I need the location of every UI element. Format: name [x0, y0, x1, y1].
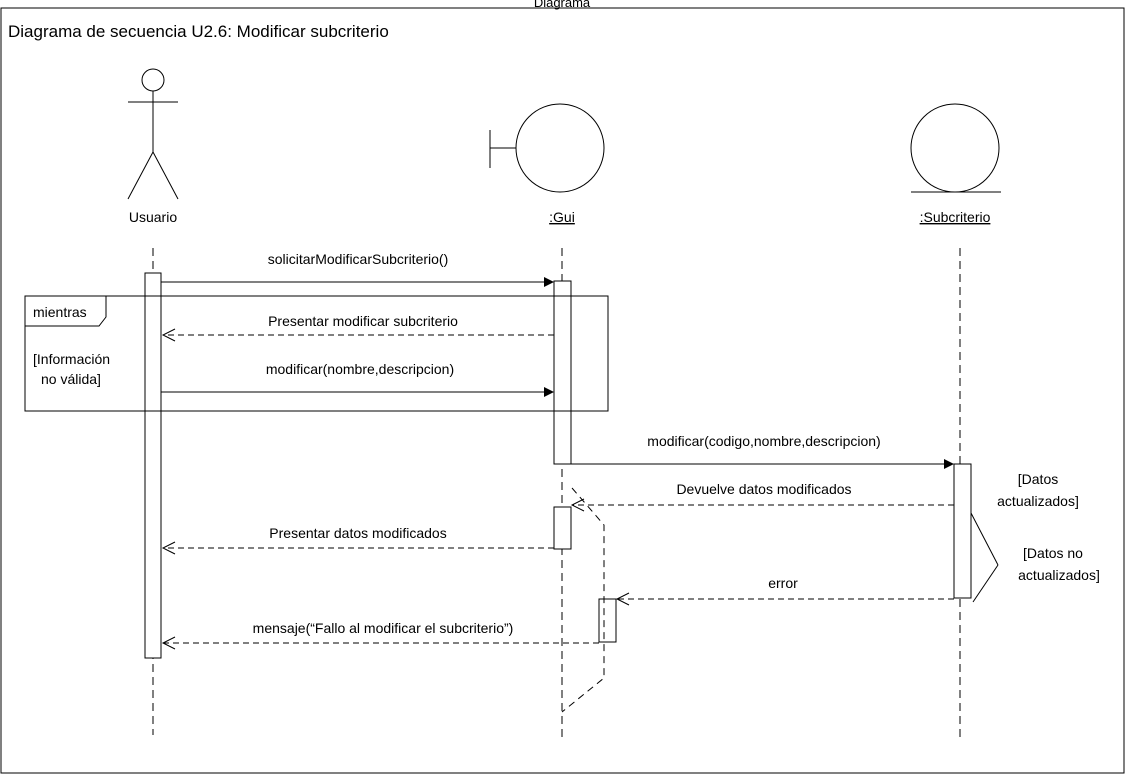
note-datos-no-line1: [Datos no: [1023, 545, 1083, 561]
note-datos-actualizados-line1: [Datos: [1018, 471, 1058, 487]
message-error: [615, 592, 954, 606]
activation-usuario: [144, 272, 162, 659]
fragment-guard-line1: [Información: [33, 351, 110, 367]
participant-subcriterio-label: :Subcriterio: [920, 209, 991, 225]
activation-gui-second: [553, 506, 572, 550]
message-mensaje-fallo: [161, 636, 599, 650]
entity-subcriterio-icon: [910, 103, 1001, 193]
message-presentar-datos-label: Presentar datos modificados: [269, 525, 446, 541]
message-error-label: error: [768, 575, 798, 591]
diagram-title: Diagrama de secuencia U2.6: Modificar su…: [8, 22, 389, 41]
message-modificar-nombre: [161, 387, 554, 397]
message-presentar-modificar: [161, 328, 554, 342]
message-solicitar: [161, 277, 554, 287]
boundary-gui-icon: [489, 103, 605, 193]
message-modificar-codigo-label: modificar(codigo,nombre,descripcion): [647, 433, 880, 449]
message-devuelve: [570, 498, 954, 512]
participant-usuario-label: Usuario: [129, 209, 177, 225]
participant-gui-label: :Gui: [549, 209, 575, 225]
subcriterio-branch: [970, 512, 999, 603]
fragment-loop: [24, 295, 609, 412]
message-mensaje-fallo-label: mensaje(“Fallo al modificar el subcriter…: [253, 620, 514, 636]
message-presentar-modificar-label: Presentar modificar subcriterio: [268, 313, 458, 329]
actor-usuario: [127, 68, 179, 200]
activation-gui-main: [553, 280, 572, 465]
activation-subcriterio: [953, 463, 972, 599]
message-modificar-nombre-label: modificar(nombre,descripcion): [266, 361, 454, 377]
diagram-frame: [0, 7, 1125, 774]
fragment-guard-line2: no válida]: [41, 371, 101, 387]
activation-gui-third: [598, 598, 617, 643]
message-devuelve-label: Devuelve datos modificados: [676, 481, 851, 497]
actor-head: [141, 68, 165, 92]
gui-branch-bracket: [561, 487, 605, 713]
note-datos-actualizados-line2: actualizados]: [997, 493, 1079, 509]
top-caption: Diagrama: [534, 0, 591, 10]
message-modificar-codigo: [571, 459, 954, 469]
fragment-label: mientras: [33, 304, 87, 320]
note-datos-no-line2: actualizados]: [1018, 567, 1100, 583]
message-solicitar-label: solicitarModificarSubcriterio(): [268, 251, 449, 267]
message-presentar-datos: [161, 541, 554, 555]
fragment-label-tab: [25, 295, 107, 327]
